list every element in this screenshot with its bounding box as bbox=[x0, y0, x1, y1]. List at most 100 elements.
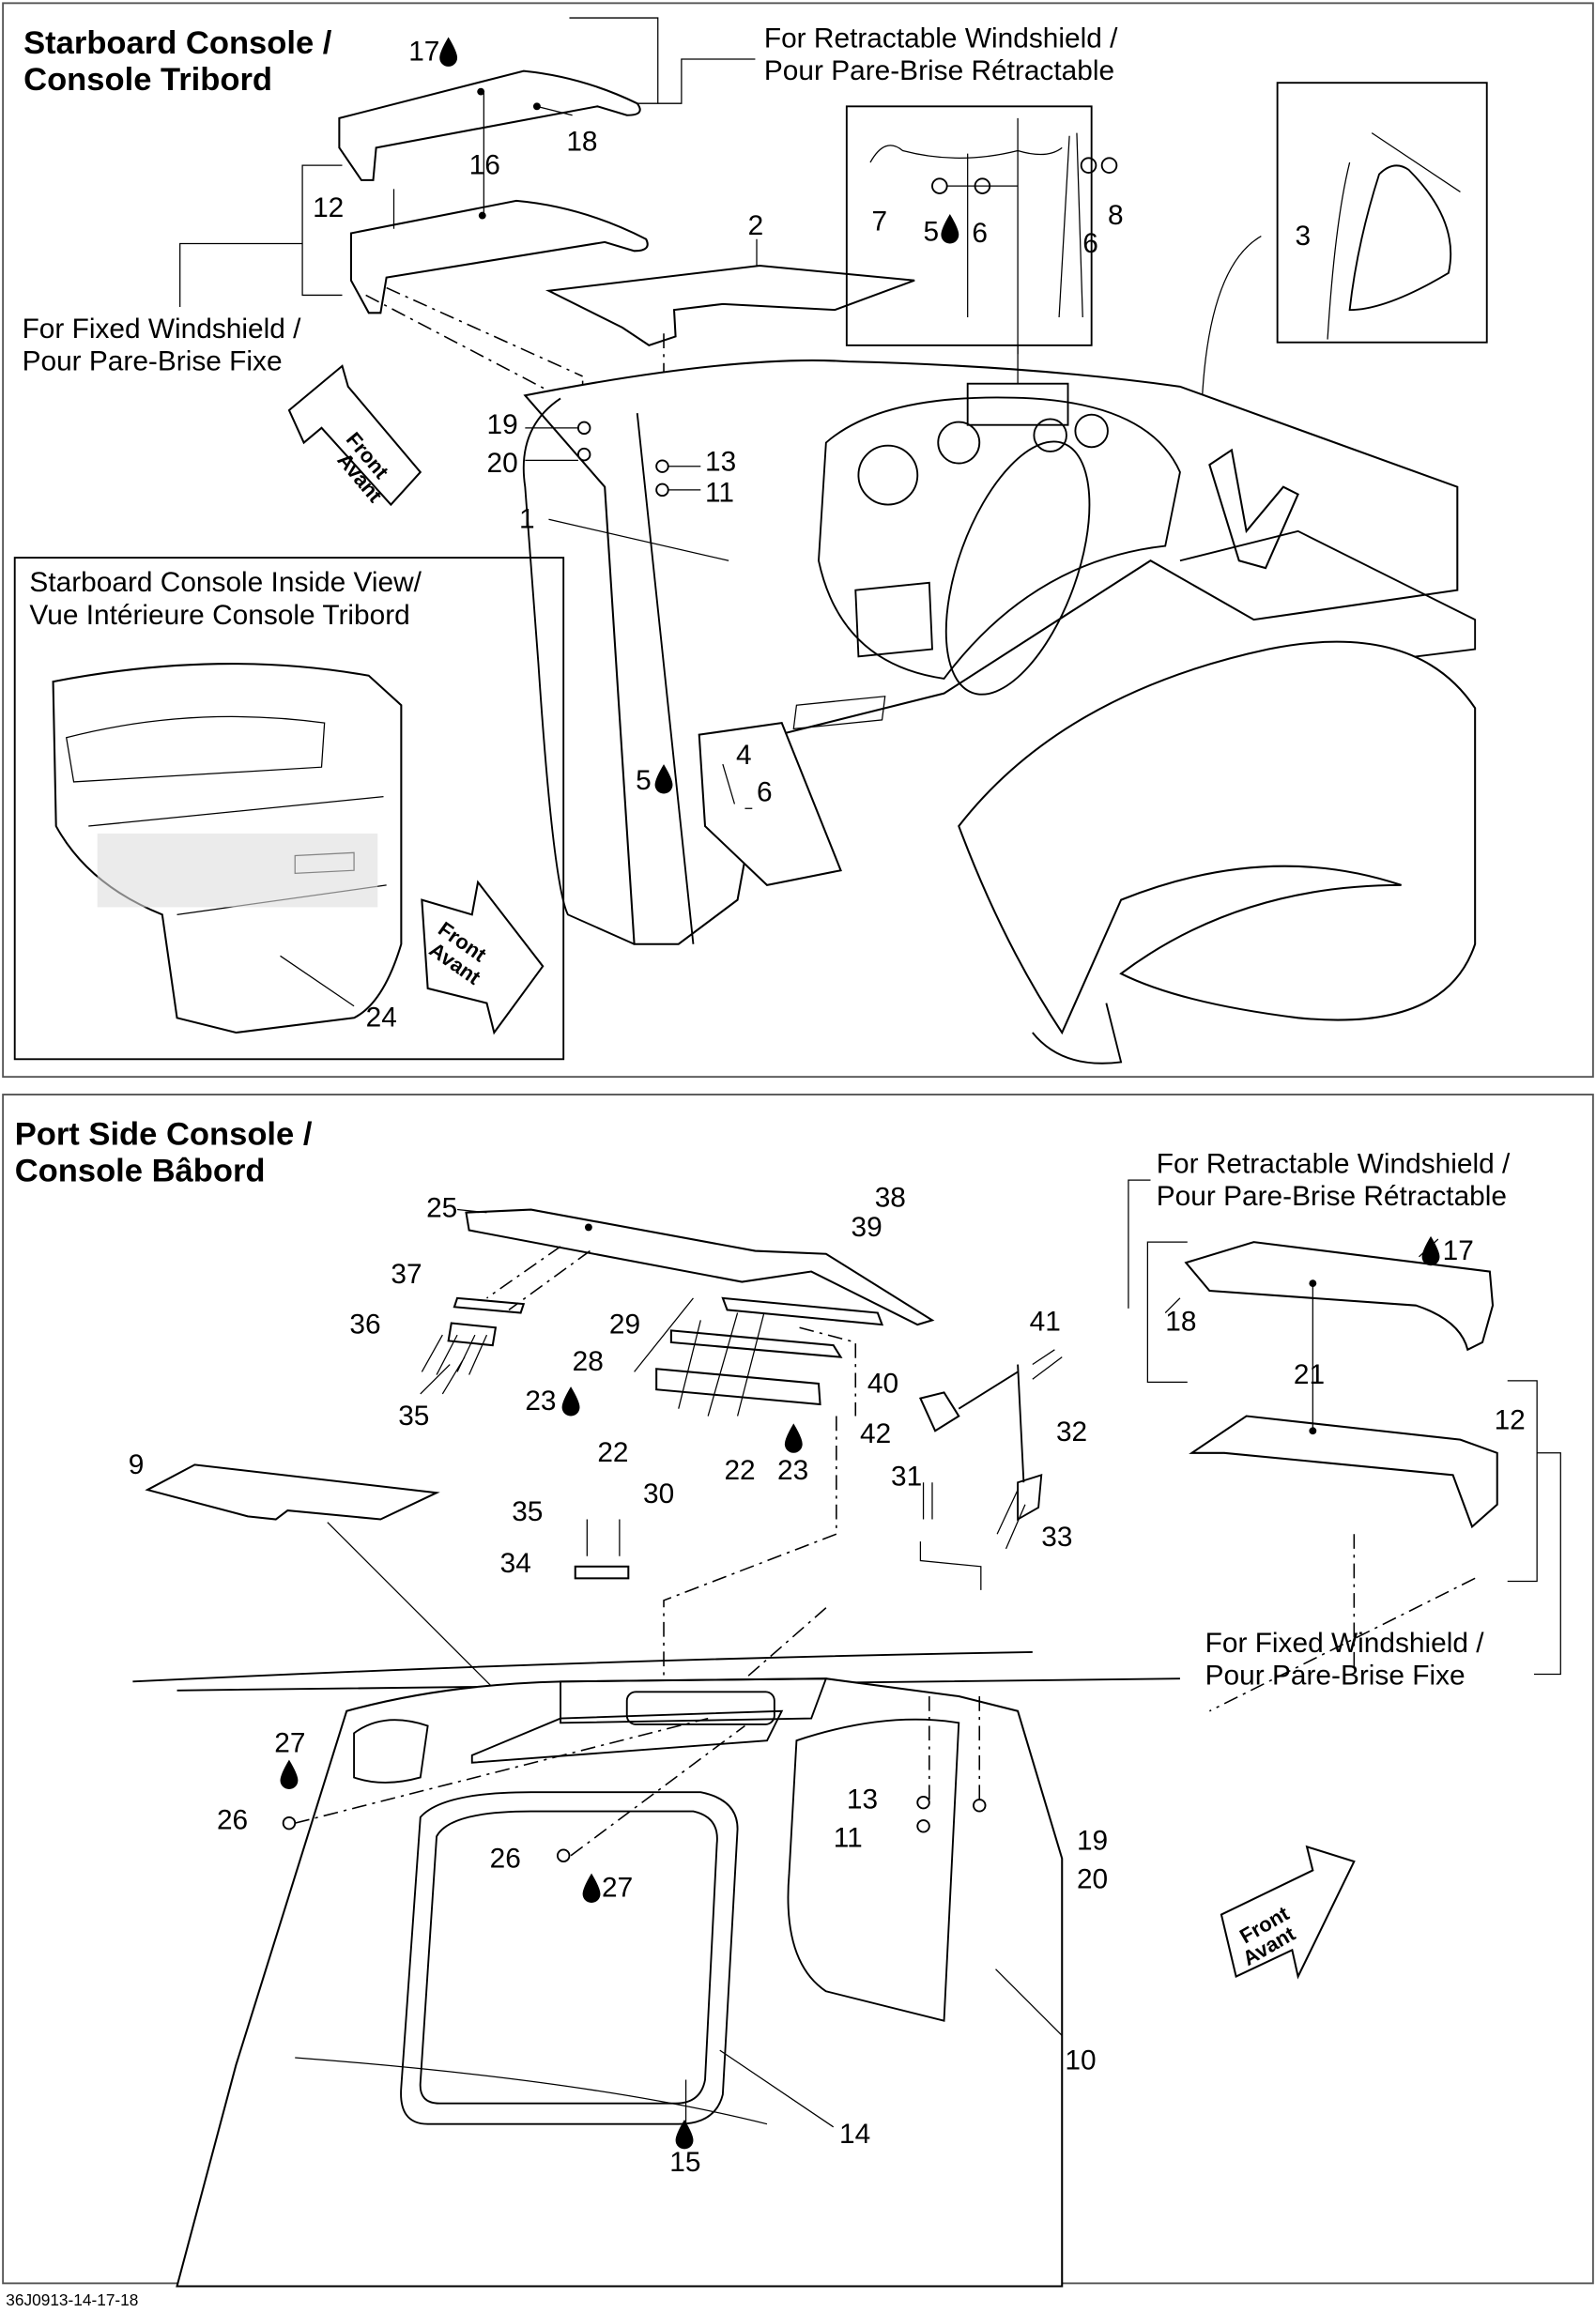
callout: 30 bbox=[643, 1478, 674, 1509]
console-door-gasket bbox=[400, 1791, 739, 2125]
callout: 22 bbox=[597, 1437, 628, 1468]
callout: 39 bbox=[852, 1212, 882, 1243]
port-retractable-note-fr: Pour Pare-Brise Rétractable bbox=[1157, 1181, 1507, 1212]
hinge-bracket bbox=[918, 1391, 960, 1432]
callout: 37 bbox=[391, 1259, 422, 1290]
port-retractable-note: For Retractable Windshield / bbox=[1157, 1148, 1511, 1179]
front-arrow-icon: Front Avant bbox=[287, 364, 422, 507]
port-title: Port Side Console / bbox=[15, 1116, 313, 1152]
callout: 21 bbox=[1294, 1359, 1325, 1390]
callout: 19 bbox=[1077, 1825, 1108, 1856]
callout: 19 bbox=[486, 409, 517, 440]
callout: 35 bbox=[512, 1496, 543, 1527]
port-cover-retractable bbox=[1184, 1241, 1495, 1352]
port-pad bbox=[145, 1463, 440, 1521]
console-cover-retractable bbox=[338, 69, 641, 181]
callout: 27 bbox=[274, 1728, 305, 1759]
plate bbox=[655, 1368, 821, 1406]
callout: 42 bbox=[860, 1418, 891, 1449]
front-arrow-icon: Front Avant bbox=[421, 880, 545, 1035]
callout: 13 bbox=[705, 446, 736, 477]
drop-icon bbox=[675, 2119, 694, 2150]
starboard-retractable-note-fr: Pour Pare-Brise Rétractable bbox=[764, 55, 1114, 86]
callout: 22 bbox=[724, 1455, 755, 1486]
callout: 12 bbox=[1495, 1405, 1526, 1436]
callout: 14 bbox=[839, 2119, 870, 2150]
callout: 27 bbox=[602, 1873, 633, 1904]
starboard-title: Starboard Console / bbox=[23, 25, 332, 61]
starboard-fixed-note-fr: Pour Pare-Brise Fixe bbox=[23, 346, 283, 377]
port-fixed-note-fr: Pour Pare-Brise Fixe bbox=[1205, 1660, 1466, 1691]
callout: 17 bbox=[1443, 1235, 1474, 1266]
callout: 10 bbox=[1065, 2045, 1096, 2076]
drop-icon bbox=[784, 1423, 803, 1453]
port-subtitle: Console Bâbord bbox=[15, 1154, 266, 1189]
callout: 23 bbox=[777, 1455, 808, 1486]
callout: 3 bbox=[1295, 221, 1311, 252]
front-arrow-icon: Front Avant bbox=[1220, 1845, 1356, 1980]
callout: 40 bbox=[867, 1368, 898, 1399]
callout: 15 bbox=[669, 2147, 700, 2178]
callout: 17 bbox=[408, 37, 439, 68]
drop-icon bbox=[582, 1873, 601, 1904]
callout: 18 bbox=[566, 126, 597, 157]
callout: 20 bbox=[486, 448, 517, 479]
brackets bbox=[447, 1296, 526, 1347]
starboard-subtitle: Console Tribord bbox=[23, 62, 272, 98]
callout: 13 bbox=[847, 1784, 878, 1815]
callout: 33 bbox=[1041, 1522, 1072, 1553]
callout: 24 bbox=[366, 1003, 397, 1034]
callout: 20 bbox=[1077, 1863, 1108, 1894]
drop-icon bbox=[280, 1759, 299, 1790]
callout: 7 bbox=[872, 206, 888, 237]
steering-wheel bbox=[944, 440, 1091, 696]
footer-code: 36J0913-14-17-18 bbox=[6, 2290, 138, 2309]
throttle-levers bbox=[1208, 448, 1299, 570]
callout: 29 bbox=[609, 1310, 640, 1340]
callout: 12 bbox=[313, 192, 344, 223]
callout: 6 bbox=[1082, 228, 1098, 259]
callout: 11 bbox=[705, 477, 734, 508]
callout: 18 bbox=[1165, 1306, 1196, 1337]
port-callouts: 25 38 39 37 36 35 29 28 23 22 30 22 23 4… bbox=[129, 1182, 1526, 2178]
starboard-fixed-note: For Fixed Windshield / bbox=[23, 314, 302, 345]
callout: 5 bbox=[924, 216, 940, 247]
gasket-detail-inset bbox=[1276, 82, 1488, 344]
port-fixed-note: For Fixed Windshield / bbox=[1205, 1628, 1485, 1659]
bolt-detail-inset bbox=[845, 105, 1093, 346]
callout: 11 bbox=[834, 1822, 863, 1853]
inside-view-title-fr: Vue Intérieure Console Tribord bbox=[29, 600, 409, 631]
drop-icon bbox=[439, 37, 458, 67]
callout: 31 bbox=[891, 1461, 922, 1492]
port-console-cover bbox=[465, 1208, 935, 1326]
callout: 8 bbox=[1108, 200, 1124, 231]
callout: 9 bbox=[129, 1449, 145, 1480]
console-door bbox=[787, 1718, 960, 2022]
callout: 35 bbox=[398, 1401, 429, 1432]
console-cover-fixed bbox=[349, 199, 649, 314]
plate-small bbox=[574, 1565, 630, 1580]
drop-icon bbox=[654, 764, 673, 794]
callout: 16 bbox=[469, 150, 500, 181]
drop-icon bbox=[1421, 1235, 1440, 1266]
bracket bbox=[698, 721, 842, 887]
callout: 4 bbox=[736, 740, 752, 771]
callout: 36 bbox=[349, 1310, 380, 1340]
callout: 34 bbox=[500, 1548, 531, 1579]
drop-icon bbox=[561, 1386, 580, 1417]
starboard-callouts: 17 16 18 12 2 7 5 6 6 8 3 19 20 13 11 1 … bbox=[313, 37, 1311, 1034]
callout: 6 bbox=[972, 218, 988, 249]
starboard-retractable-note: For Retractable Windshield / bbox=[764, 23, 1118, 54]
callout: 5 bbox=[636, 765, 652, 796]
callout: 6 bbox=[757, 776, 773, 807]
starboard-panel-frame bbox=[2, 2, 1594, 1079]
inside-view-inset bbox=[13, 557, 565, 1061]
drop-icon bbox=[941, 214, 959, 244]
callout: 32 bbox=[1056, 1417, 1087, 1448]
callout: 26 bbox=[490, 1843, 521, 1874]
callout: 41 bbox=[1030, 1306, 1061, 1337]
callout: 2 bbox=[748, 210, 764, 241]
port-cover-fixed bbox=[1189, 1415, 1498, 1529]
callout: 28 bbox=[573, 1346, 604, 1377]
